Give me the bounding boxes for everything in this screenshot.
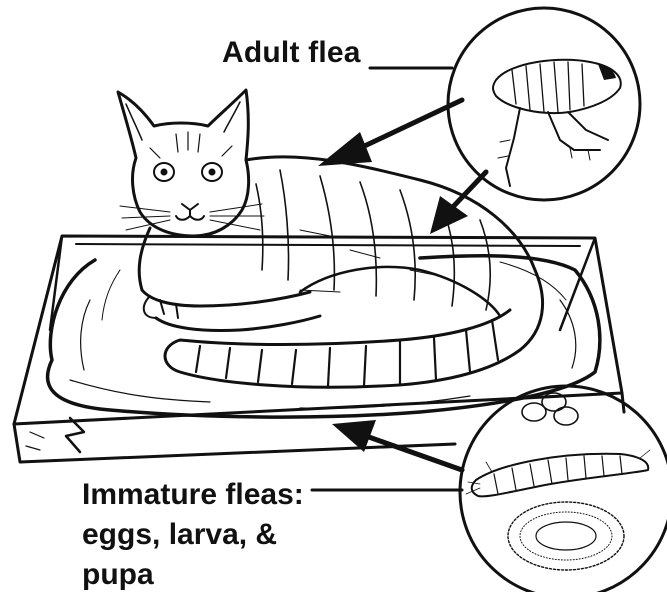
pupa-icon — [508, 502, 624, 570]
immature-fleas-label-line3: pupa — [82, 558, 154, 592]
tray-illustration — [14, 236, 624, 462]
immature-fleas-inset — [460, 386, 667, 592]
larva-icon — [466, 450, 650, 496]
flea-icon — [493, 60, 621, 186]
immature-fleas-label-line2: eggs, larva, & — [82, 518, 277, 552]
adult-flea-label: Adult flea — [222, 36, 361, 70]
immature-fleas-label-line1: Immature fleas: — [82, 478, 304, 512]
adult-flea-inset — [448, 8, 640, 200]
